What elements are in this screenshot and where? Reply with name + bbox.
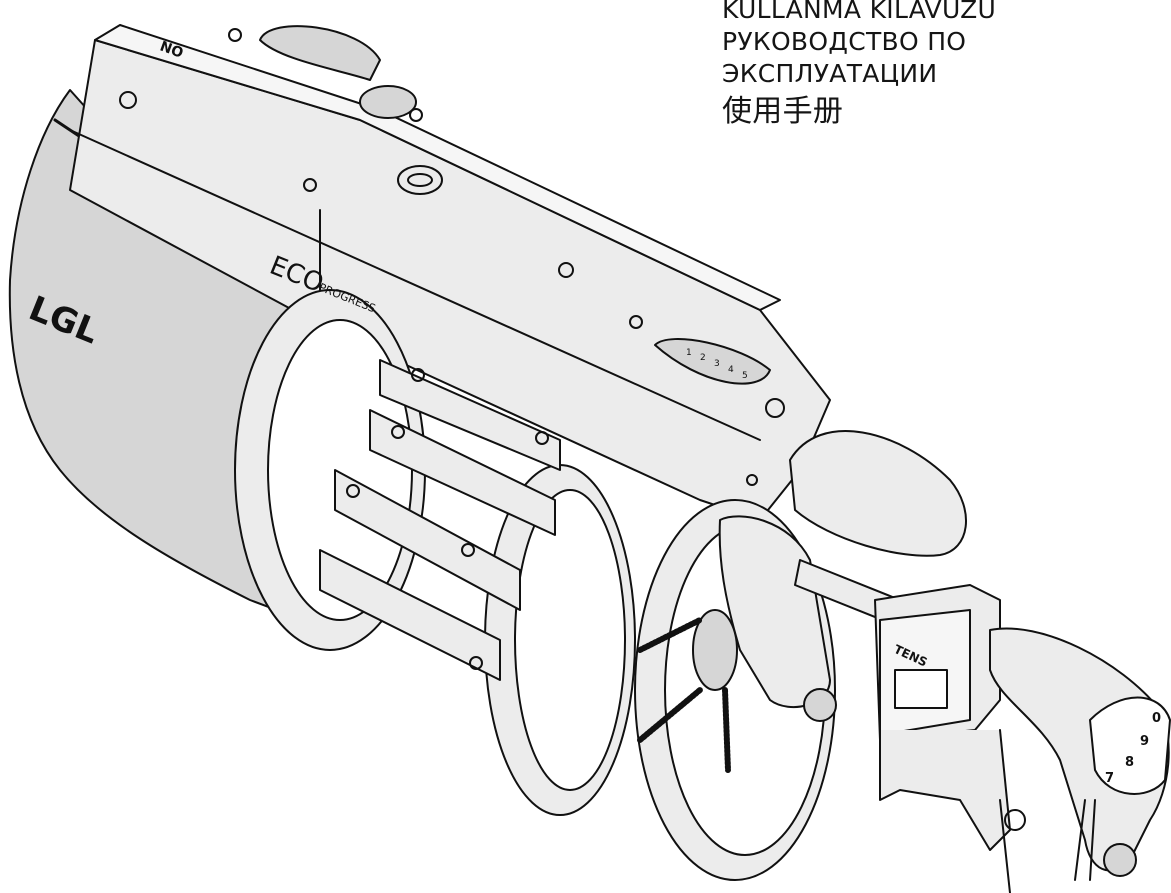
drum-slat	[379, 359, 561, 471]
scale-number: 1	[686, 348, 692, 358]
title-russian-line-2: ЭКСПЛУАТАЦИИ	[722, 59, 938, 88]
beam-hole	[409, 108, 423, 122]
tens-display	[894, 669, 948, 709]
main-beam-top	[94, 24, 781, 311]
end-wheel-hub	[692, 609, 738, 691]
beam-hole	[119, 91, 137, 109]
nose-cone	[789, 430, 967, 557]
gearbox-knob	[803, 688, 837, 722]
beam-hole	[629, 315, 643, 329]
scale-number: 5	[742, 371, 748, 381]
manual-title-block: KULLANMA KILAVUZU РУКОВОДСТВО ПО ЭКСПЛУА…	[722, 0, 1162, 132]
tens-bracket	[879, 729, 1011, 851]
top-button	[359, 85, 417, 119]
drum-slat	[334, 469, 521, 611]
drum-slat	[319, 549, 501, 681]
top-screw-slot-inner	[407, 173, 433, 187]
slat-screw	[461, 543, 475, 557]
dial-number: 0	[1152, 711, 1161, 726]
scale-number: 2	[700, 353, 706, 363]
dial-number: 7	[1105, 771, 1114, 786]
spring	[722, 687, 731, 773]
mid-ring-inner	[514, 489, 626, 791]
beam-hole	[228, 28, 242, 42]
speed-scale: 1 2 3 4 5	[686, 348, 748, 381]
scale-number: 3	[714, 359, 720, 369]
slat-screw	[469, 656, 483, 670]
spring	[637, 687, 703, 743]
handle-dial-scale: 0 9 8 7	[1105, 711, 1161, 786]
beam-hole	[303, 178, 317, 192]
dial-number: 9	[1140, 734, 1149, 749]
scale-number: 4	[728, 365, 734, 375]
cable	[1074, 799, 1096, 881]
on-label: ON	[158, 37, 186, 60]
support-leg	[999, 799, 1011, 893]
beam-hole	[746, 474, 758, 486]
slat-screw	[535, 431, 549, 445]
speed-scale-plate	[654, 338, 771, 385]
slat-screw	[411, 368, 425, 382]
handle-dial	[1089, 696, 1171, 795]
top-screw-slot	[397, 165, 443, 195]
handle-grip	[989, 627, 1170, 872]
slat-screw	[346, 484, 360, 498]
beam-hole	[558, 262, 574, 278]
top-knob-left	[259, 25, 381, 81]
drum-slat	[369, 409, 556, 536]
beam-ridge	[69, 129, 761, 441]
title-turkish: KULLANMA KILAVUZU	[722, 0, 997, 24]
slat-screw	[391, 425, 405, 439]
beam-hole	[765, 398, 785, 418]
title-russian-line-1: РУКОВОДСТВО ПО	[722, 27, 967, 56]
title-chinese: 使用手册	[722, 94, 844, 129]
dial-number: 8	[1125, 755, 1134, 770]
handle-knob	[1103, 843, 1137, 877]
bracket-hole	[1004, 809, 1026, 831]
spring	[637, 617, 703, 653]
